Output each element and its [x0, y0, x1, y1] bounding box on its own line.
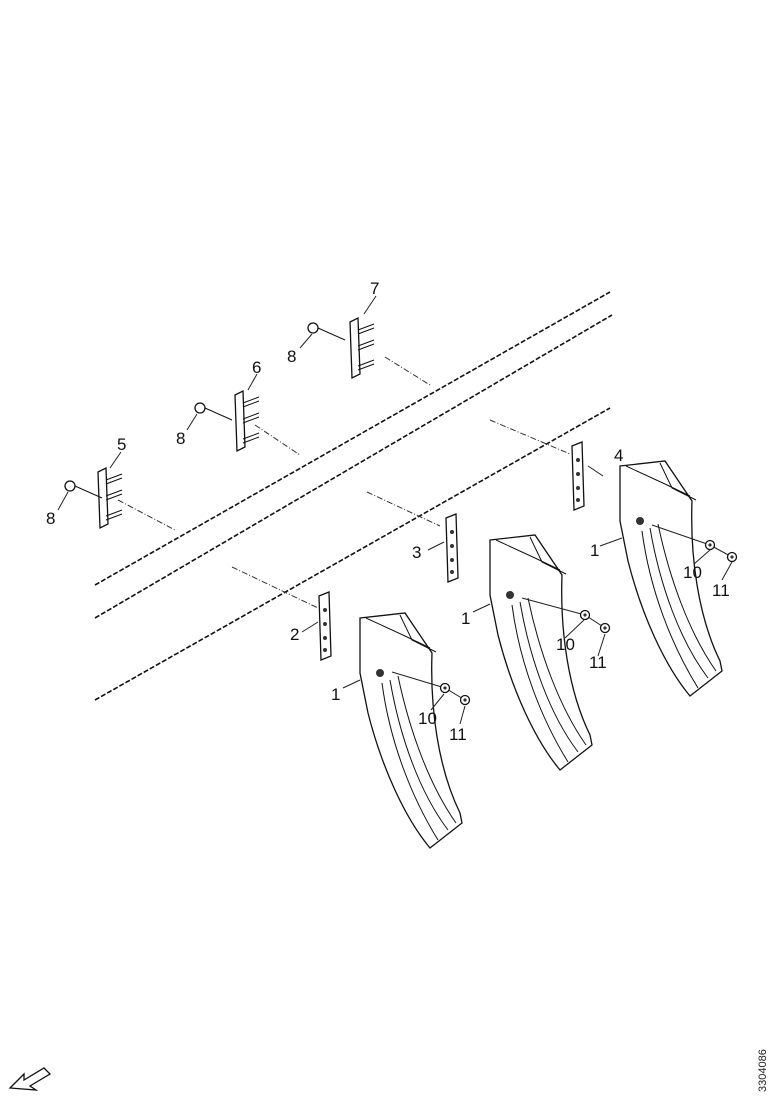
callout-7: 7	[370, 279, 379, 298]
clamp-7	[307, 317, 375, 379]
drawing-id: 3304086	[757, 1049, 769, 1092]
tine-left	[359, 612, 463, 849]
centerline-clamp-7	[384, 356, 431, 386]
washer-nut-right	[651, 524, 738, 563]
clamp-5	[64, 467, 123, 529]
centerline-plate-3	[366, 491, 441, 527]
callout-4: 4	[614, 446, 623, 465]
callout-11-right: 11	[712, 581, 730, 600]
callout-2: 2	[290, 625, 299, 644]
callout-6: 6	[252, 358, 261, 377]
centerline-clamp-6	[254, 424, 301, 456]
mounting-plate-2	[318, 591, 332, 661]
mounting-plate-4	[571, 441, 585, 511]
callout-10-right: 10	[683, 563, 702, 582]
washer-nut-left	[391, 671, 471, 706]
callout-11-middle: 11	[589, 653, 607, 672]
callout-1-left: 1	[331, 685, 340, 704]
centerline-clamp-5	[117, 499, 176, 531]
callout-8-right: 8	[287, 347, 296, 366]
centerline-plate-4	[489, 419, 571, 455]
bolt-8-left	[64, 480, 103, 499]
callout-5: 5	[117, 435, 126, 454]
callout-1-right: 1	[590, 541, 599, 560]
mounting-plate-3	[445, 513, 459, 583]
washer-nut-middle	[521, 597, 611, 634]
leader-lines	[57, 295, 733, 725]
frame-beam-front	[94, 291, 613, 619]
centerline-plate-2	[231, 566, 319, 609]
callout-8-middle: 8	[176, 429, 185, 448]
direction-arrow-icon	[8, 1067, 52, 1091]
callout-3: 3	[412, 543, 421, 562]
callout-11-left: 11	[449, 725, 467, 744]
callout-10-middle: 10	[556, 635, 575, 654]
callout-1-middle: 1	[461, 609, 470, 628]
bolt-8-middle	[194, 402, 233, 421]
callout-10-left: 10	[418, 709, 437, 728]
bolt-8-right	[307, 322, 346, 341]
tine-right	[619, 460, 723, 697]
clamp-6	[194, 390, 260, 452]
tine-middle	[489, 534, 593, 771]
callout-8-left: 8	[46, 509, 55, 528]
frame-beam-rear	[94, 407, 611, 701]
